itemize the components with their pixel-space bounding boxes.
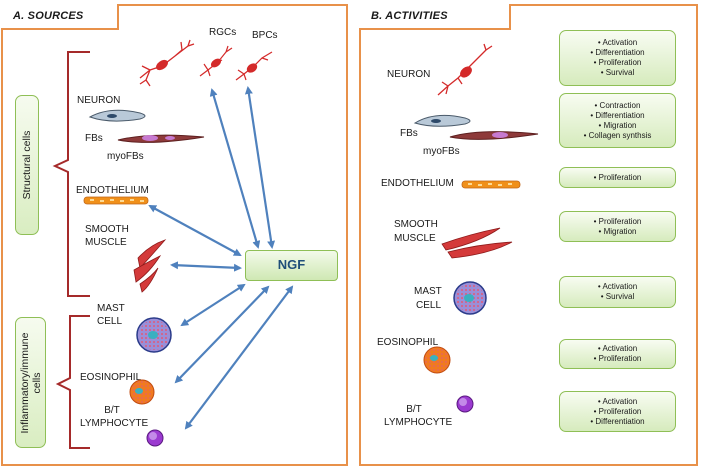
structural-bracket: [52, 51, 90, 297]
arrow-mast-ngf: [180, 283, 246, 327]
muscle-label-a: MUSCLE: [85, 237, 127, 248]
activity-item: Activation: [560, 282, 675, 292]
activity-item: Differentiation: [560, 417, 675, 427]
smooth-label-b: SMOOTH: [394, 219, 438, 230]
smooth-muscle-icon: [133, 239, 167, 293]
activity-item: Proliferation: [560, 217, 675, 227]
bpcs-label: BPCs: [252, 30, 278, 41]
fbs-label-a: FBs: [85, 133, 103, 144]
activity-box-mast-cell: Activation Survival: [559, 276, 676, 308]
endothelium-icon: [83, 196, 149, 205]
bpc-icon: [235, 51, 273, 81]
mast-cell-icon: [136, 317, 172, 353]
activity-box-fibroblasts: Contraction Differentiation Migration Co…: [559, 93, 676, 148]
inflammatory-cells-group: Inflammatory/immune cells: [15, 317, 46, 448]
structural-cells-group: Structural cells: [15, 95, 39, 235]
rgcs-label: RGCs: [209, 27, 237, 38]
lymphocyte-icon-b: [456, 395, 474, 413]
rgc-icon: [199, 45, 233, 77]
eosinophil-icon: [129, 379, 155, 405]
lymphocyte-icon: [146, 429, 164, 447]
neuron-label-b: NEURON: [387, 69, 431, 80]
schwann-cell-icon: [88, 109, 146, 122]
muscle-label-b: MUSCLE: [394, 233, 436, 244]
arrow-endothelium-ngf: [148, 205, 242, 256]
mast-label-b: MAST: [414, 286, 442, 297]
neuron-icon-b: [437, 43, 493, 96]
eosinophil-label-a: EOSINOPHIL: [80, 372, 142, 383]
activity-box-lymphocyte: Activation Proliferation Differentiation: [559, 391, 676, 432]
bt-label-b: B/T: [406, 404, 422, 415]
arrow-bpcs-ngf: [244, 86, 276, 249]
activity-box-eosinophil: Activation Proliferation: [559, 339, 676, 369]
arrow-muscle-ngf: [170, 261, 242, 272]
activity-item: Differentiation: [560, 111, 675, 121]
activity-item: Contraction: [560, 101, 675, 111]
activity-item: Proliferation: [560, 354, 675, 364]
activity-item: Activation: [560, 397, 675, 407]
activity-box-neuron: Activation Differentiation Proliferation…: [559, 30, 676, 86]
ngf-box: NGF: [245, 250, 338, 281]
schwann-cell-icon-b: [413, 114, 471, 127]
fibroblast-icon: [117, 134, 205, 143]
activity-item: Proliferation: [560, 407, 675, 417]
neuron-icon: [139, 39, 195, 87]
ngf-arrows: [148, 86, 294, 430]
lymphocyte-label-b: LYMPHOCYTE: [384, 417, 453, 428]
fbs-label-b: FBs: [400, 128, 418, 139]
myofbs-label-b: myoFBs: [423, 146, 460, 157]
mast-cell-icon-b: [453, 281, 487, 315]
endothelium-label-b: ENDOTHELIUM: [381, 178, 454, 189]
activity-item: Activation: [560, 38, 675, 48]
activity-item: Activation: [560, 344, 675, 354]
activity-item: Migration: [560, 121, 675, 131]
inflammatory-bracket: [55, 315, 90, 449]
smooth-label-a: SMOOTH: [85, 224, 129, 235]
fibroblast-icon-b: [449, 131, 539, 140]
bt-label-a: B/T: [104, 405, 120, 416]
cell-label-a: CELL: [97, 316, 123, 327]
endothelium-icon-b: [461, 180, 521, 189]
activity-item: Collagen synthsis: [560, 131, 675, 141]
activity-item: Proliferation: [560, 58, 675, 68]
panel-activities-title: B. ACTIVITIES: [359, 4, 511, 30]
activity-item: Survival: [560, 292, 675, 302]
activity-item: Survival: [560, 68, 675, 78]
endothelium-label-a: ENDOTHELIUM: [76, 185, 149, 196]
mast-label-a: MAST: [97, 303, 125, 314]
neuron-label-a: NEURON: [77, 95, 121, 106]
activity-box-endothelium: Proliferation: [559, 167, 676, 188]
eosinophil-icon-b: [423, 346, 451, 374]
activity-item: Differentiation: [560, 48, 675, 58]
activity-item: Migration: [560, 227, 675, 237]
smooth-muscle-icon-b: [441, 227, 513, 259]
myofbs-label-a: myoFBs: [107, 151, 144, 162]
activity-item: Proliferation: [560, 173, 675, 183]
cell-label-b: CELL: [416, 300, 442, 311]
eosinophil-label-b: EOSINOPHIL: [377, 337, 439, 348]
activity-box-smooth-muscle: Proliferation Migration: [559, 211, 676, 242]
arrow-eosinophil-ngf: [174, 285, 270, 384]
arrow-lymphocyte-ngf: [184, 285, 294, 430]
lymphocyte-label-a: LYMPHOCYTE: [80, 418, 149, 429]
panel-sources-title: A. SOURCES: [1, 4, 119, 30]
